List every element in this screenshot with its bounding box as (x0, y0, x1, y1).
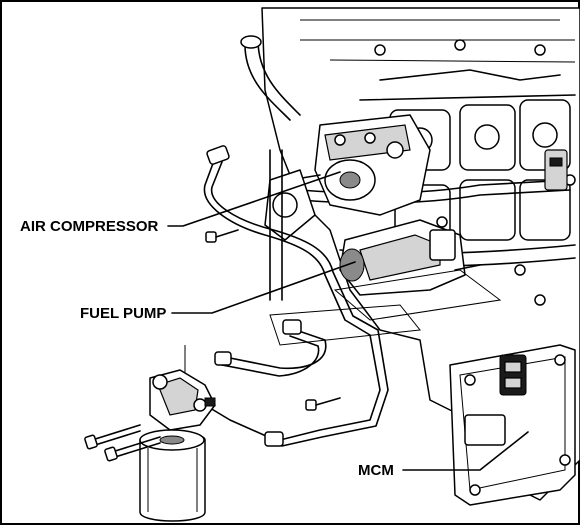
loose-bolt (205, 229, 239, 243)
callout-leader-mcm (402, 431, 529, 471)
air-compressor (264, 114, 431, 241)
label-air-compressor: AIR COMPRESSOR (20, 218, 159, 235)
loose-bolt (305, 397, 341, 411)
mcm-module (449, 344, 576, 506)
label-mcm: MCM (358, 462, 394, 479)
fuel-lines (184, 145, 421, 447)
mounting-bolt (104, 436, 161, 462)
label-fuel-pump: FUEL PUMP (80, 305, 166, 322)
callout-leader-fuel-pump (171, 261, 356, 314)
coolant-hose (240, 35, 301, 301)
fuel-filter (84, 369, 216, 522)
fuel-pump (333, 216, 502, 321)
mounting-bolt (84, 424, 141, 450)
callout-leader-air-compressor (167, 171, 341, 227)
